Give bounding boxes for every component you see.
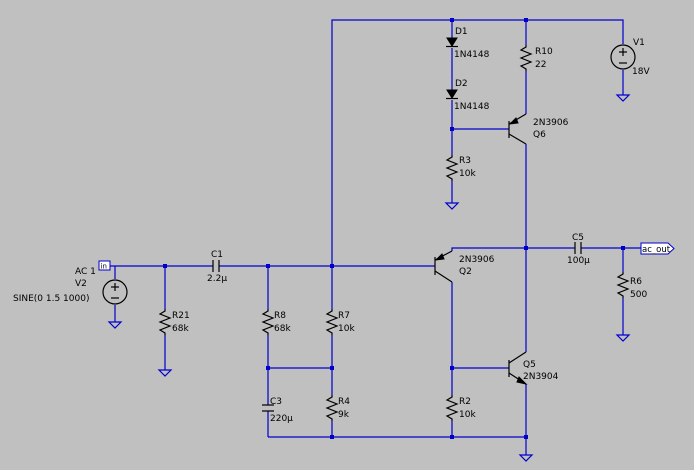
q2-name: Q2 [459,267,472,277]
wires [110,19,641,455]
r2-value: 10k [459,410,476,420]
output-port-label: ac_out [642,245,671,255]
r3-value: 10k [459,169,476,179]
resistor-r6[interactable]: R6 500 [616,272,647,300]
v2-ac-label: AC 1 [75,267,96,277]
ground-v2 [107,321,123,329]
v1-name: V1 [633,38,645,48]
resistor-r3[interactable]: R3 10k [445,155,476,181]
ground-r21 [157,369,173,377]
q6-name: Q6 [533,130,546,140]
resistor-r2[interactable]: R2 10k [445,395,476,421]
v1-value: 18V [632,67,650,77]
q2-value: 2N3906 [459,255,495,265]
r10-value: 22 [535,60,546,70]
voltage-source-v2[interactable]: AC 1 V2 SINE(0 1.5 1000) [13,267,128,305]
d1-name: D1 [455,27,468,37]
resistor-r4[interactable]: R4 9k [325,395,350,421]
r8-value: 68k [274,324,291,334]
transistor-q6[interactable]: 2N3906 Q6 [508,113,569,145]
c5-value: 100µ [567,256,590,266]
voltage-source-v1[interactable]: V1 18V [610,38,650,77]
capacitor-c5[interactable]: C5 100µ [567,233,590,266]
r4-name: R4 [338,397,350,407]
v2-value: SINE(0 1.5 1000) [13,294,89,304]
resistor-r7[interactable]: R7 10k [325,309,355,335]
v2-name: V2 [75,279,87,289]
diode-d1[interactable]: D1 1N4148 [446,27,490,60]
ground-r3 [444,202,460,210]
r6-name: R6 [630,277,642,287]
r8-name: R8 [274,311,286,321]
r10-name: R10 [535,47,553,57]
r4-value: 9k [338,410,350,420]
c3-value: 220µ [270,414,293,424]
c1-name: C1 [211,250,223,260]
r21-name: R21 [172,311,190,321]
ground-r6 [615,334,631,342]
c3-name: C3 [270,397,282,407]
q6-value: 2N3906 [533,118,569,128]
ground-main [518,454,534,462]
c5-name: C5 [572,233,584,243]
d1-value: 1N4148 [454,50,490,60]
q5-value: 2N3904 [523,372,559,382]
d2-value: 1N4148 [454,102,490,112]
output-port[interactable]: ac_out [640,242,675,255]
diode-d2[interactable]: D2 1N4148 [446,79,490,112]
resistor-r8[interactable]: R8 68k [261,309,291,335]
capacitor-c3[interactable]: C3 220µ [262,397,293,424]
junctions [163,18,625,439]
r3-name: R3 [459,156,471,166]
input-port[interactable]: in [98,260,111,271]
q5-name: Q5 [523,360,536,370]
resistor-r21[interactable]: R21 68k [158,309,190,335]
r7-name: R7 [338,311,350,321]
r7-value: 10k [338,324,355,334]
input-port-label: in [101,263,107,271]
d2-name: D2 [455,79,468,89]
c1-value: 2.2µ [207,274,227,284]
r2-name: R2 [459,397,471,407]
capacitor-c1[interactable]: C1 2.2µ [207,250,227,284]
r6-value: 500 [630,290,647,300]
transistor-q5[interactable]: Q5 2N3904 [508,351,559,385]
ground-v1 [615,94,631,102]
r21-value: 68k [172,324,189,334]
transistor-q2[interactable]: 2N3906 Q2 [434,250,495,283]
resistor-r10[interactable]: R10 22 [519,45,553,71]
